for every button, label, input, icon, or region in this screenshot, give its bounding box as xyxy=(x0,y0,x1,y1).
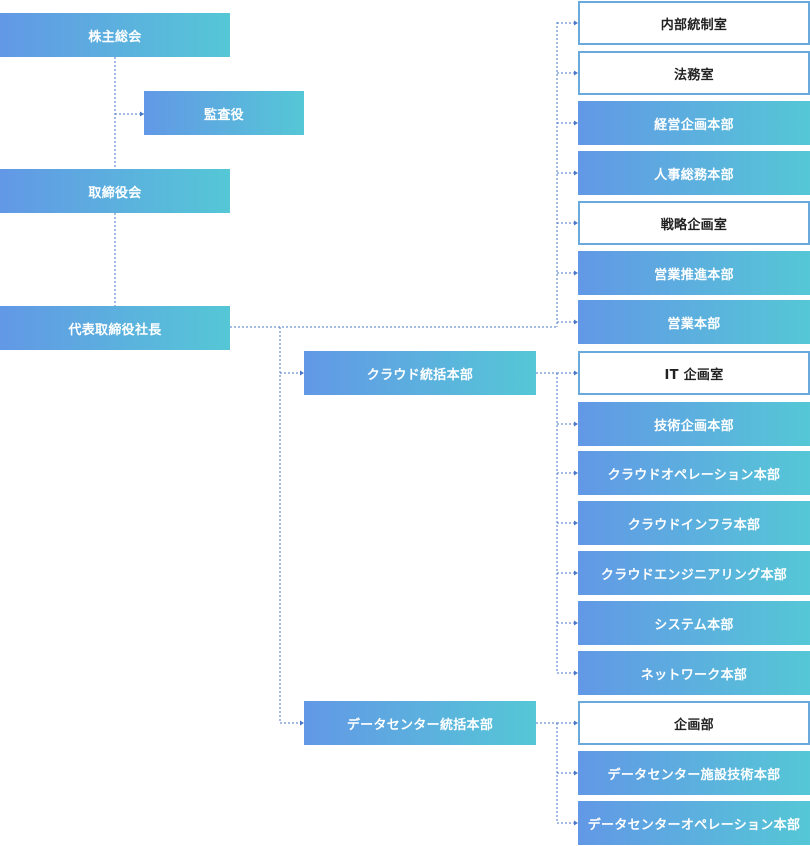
datacenter-unit-label: データセンター施設技術本部 xyxy=(607,767,781,783)
board-of-directors-box: 取締役会 xyxy=(0,169,230,213)
cloud-division-label: クラウド統括本部 xyxy=(366,367,474,383)
branch-arrow xyxy=(300,370,304,376)
president-box: 代表取締役社長 xyxy=(0,306,230,350)
datacenter-unit-label: 企画部 xyxy=(674,717,714,733)
president-label: 代表取締役社長 xyxy=(68,322,162,338)
datacenter-division-box: データセンター統括本部 xyxy=(304,701,536,745)
branch-arrow xyxy=(574,120,578,126)
cloud-unit-label: システム本部 xyxy=(654,617,734,633)
cloud-unit-box: IT 企画室 xyxy=(578,351,810,395)
branch-arrow xyxy=(574,370,578,376)
direct-unit-box: 内部統制室 xyxy=(578,1,810,45)
branch-arrow xyxy=(300,720,304,726)
branch-arrow xyxy=(574,70,578,76)
direct-unit-label: 営業推進本部 xyxy=(654,267,734,283)
direct-unit-label: 法務室 xyxy=(674,67,714,83)
cloud-unit-label: IT 企画室 xyxy=(664,367,724,383)
branch-arrow xyxy=(574,220,578,226)
direct-unit-box: 営業本部 xyxy=(578,300,810,344)
cloud-unit-label: 技術企画本部 xyxy=(654,418,734,434)
branch-arrow xyxy=(574,770,578,776)
auditor-label: 監査役 xyxy=(204,107,244,123)
branch-arrow xyxy=(574,270,578,276)
direct-unit-box: 営業推進本部 xyxy=(578,251,810,295)
cloud-unit-box: クラウドオペレーション本部 xyxy=(578,451,810,495)
direct-unit-label: 戦略企画室 xyxy=(660,217,728,233)
direct-unit-label: 経営企画本部 xyxy=(654,117,734,133)
branch-arrow xyxy=(574,20,578,26)
cloud-unit-label: クラウドインフラ本部 xyxy=(627,517,761,533)
cloud-unit-label: クラウドエンジニアリング本部 xyxy=(600,567,788,583)
branch-arrow xyxy=(574,520,578,526)
direct-unit-label: 人事総務本部 xyxy=(654,167,734,183)
board-of-directors-label: 取締役会 xyxy=(88,185,142,201)
shareholders-meeting-box: 株主総会 xyxy=(0,13,230,57)
branch-arrow xyxy=(574,670,578,676)
branch-arrow xyxy=(140,111,144,117)
branch-arrow xyxy=(574,820,578,826)
cloud-unit-box: クラウドエンジニアリング本部 xyxy=(578,551,810,595)
direct-unit-box: 戦略企画室 xyxy=(578,201,810,245)
datacenter-unit-box: データセンターオペレーション本部 xyxy=(578,801,810,845)
branch-arrow xyxy=(574,570,578,576)
datacenter-unit-box: 企画部 xyxy=(578,701,810,745)
direct-unit-label: 営業本部 xyxy=(667,316,721,332)
cloud-unit-box: ネットワーク本部 xyxy=(578,651,810,695)
direct-unit-box: 法務室 xyxy=(578,51,810,95)
branch-arrow xyxy=(574,421,578,427)
branch-arrow xyxy=(574,720,578,726)
branch-arrow xyxy=(574,170,578,176)
branch-arrow xyxy=(574,620,578,626)
direct-unit-box: 人事総務本部 xyxy=(578,151,810,195)
cloud-division-box: クラウド統括本部 xyxy=(304,351,536,395)
shareholders-meeting-label: 株主総会 xyxy=(88,29,142,45)
datacenter-division-label: データセンター統括本部 xyxy=(346,717,494,733)
auditor-box: 監査役 xyxy=(144,91,304,135)
cloud-unit-label: ネットワーク本部 xyxy=(640,667,748,683)
datacenter-unit-label: データセンターオペレーション本部 xyxy=(587,817,801,833)
cloud-unit-box: クラウドインフラ本部 xyxy=(578,501,810,545)
cloud-unit-label: クラウドオペレーション本部 xyxy=(607,467,781,483)
branch-arrow xyxy=(574,319,578,325)
direct-unit-label: 内部統制室 xyxy=(660,17,728,33)
direct-unit-box: 経営企画本部 xyxy=(578,101,810,145)
cloud-unit-box: システム本部 xyxy=(578,601,810,645)
cloud-unit-box: 技術企画本部 xyxy=(578,402,810,446)
datacenter-unit-box: データセンター施設技術本部 xyxy=(578,751,810,795)
branch-arrow xyxy=(574,470,578,476)
